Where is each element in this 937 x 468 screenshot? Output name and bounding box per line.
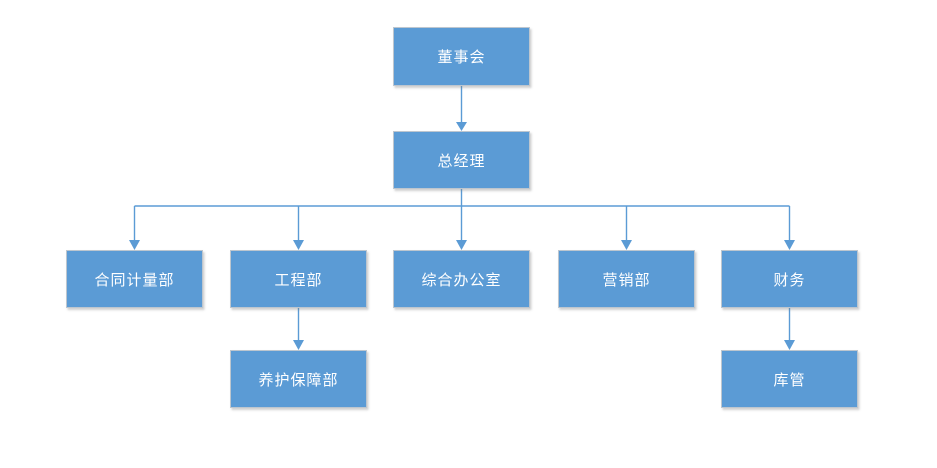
edge-gm-to-engineering <box>293 206 304 250</box>
org-node-marketing-dept: 营销部 <box>558 250 695 308</box>
org-node-finance: 财务 <box>721 250 858 308</box>
org-node-warehouse-management: 库管 <box>721 350 858 408</box>
arrow-down-icon <box>784 240 795 250</box>
org-node-label: 库管 <box>773 371 806 389</box>
edge-gm-to-contract <box>129 206 140 250</box>
org-node-label: 营销部 <box>602 271 651 289</box>
org-node-general-office: 综合办公室 <box>393 250 530 308</box>
org-node-label: 总经理 <box>437 152 486 170</box>
org-node-label: 养护保障部 <box>258 371 339 389</box>
arrow-down-icon <box>456 122 467 131</box>
org-node-label: 综合办公室 <box>421 271 502 289</box>
org-node-label: 董事会 <box>437 49 486 66</box>
edge-gm-to-office <box>456 206 467 250</box>
org-node-maintenance-support-dept: 养护保障部 <box>230 350 367 408</box>
org-node-label: 财务 <box>773 271 806 289</box>
org-node-label: 合同计量部 <box>94 271 175 289</box>
org-node-board: 董事会 <box>393 27 530 86</box>
arrow-down-icon <box>293 340 304 350</box>
arrow-down-icon <box>293 240 304 250</box>
edge-gm-to-marketing <box>621 206 632 250</box>
arrow-down-icon <box>456 240 467 250</box>
org-node-label: 工程部 <box>274 271 323 289</box>
edge-board-to-gm <box>456 86 467 131</box>
arrow-down-icon <box>784 340 795 350</box>
arrow-down-icon <box>621 240 632 250</box>
edge-gm-to-finance <box>784 206 795 250</box>
edge-finance-to-warehouse <box>784 308 795 350</box>
edge-engineering-to-maintenance <box>293 308 304 350</box>
arrow-down-icon <box>129 240 140 250</box>
org-node-contract-measurement-dept: 合同计量部 <box>66 250 203 308</box>
org-node-general-manager: 总经理 <box>393 131 530 189</box>
org-node-engineering-dept: 工程部 <box>230 250 367 308</box>
